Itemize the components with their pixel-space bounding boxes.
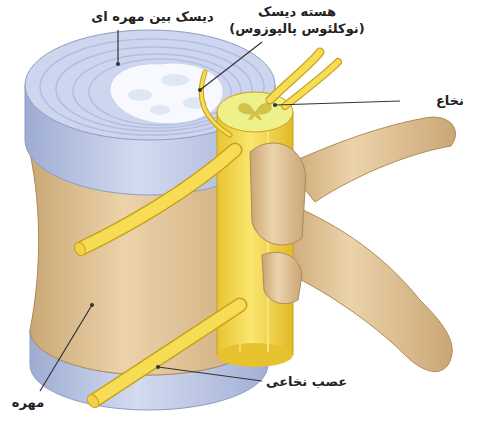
part-label: عصب نخاعی [266, 373, 366, 390]
part-label: مهره [4, 394, 52, 411]
articular-process-lower [262, 252, 302, 303]
nucleus-shading [128, 74, 207, 115]
articular-process [250, 143, 306, 245]
part-label: دیسک بین مهره ای [90, 8, 215, 25]
part-label: هسته دیسک (نوکلئوس پالپوزوس) [226, 3, 368, 37]
leader-dots [90, 62, 277, 369]
spinous-process [280, 200, 452, 372]
leader-lines [40, 30, 400, 391]
part-label: نخاع [404, 92, 464, 109]
nerve-ends [73, 241, 102, 410]
transverse-process [285, 117, 456, 202]
